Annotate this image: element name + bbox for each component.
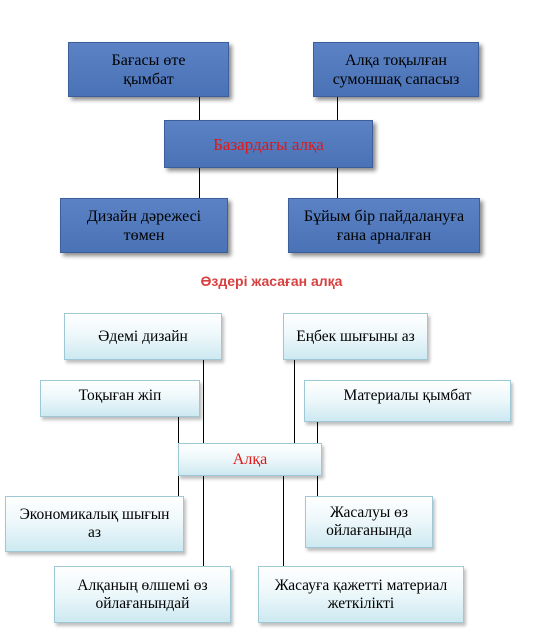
box-beautiful-design: Әдемі дизайн [64,313,222,360]
box-label: Экономикалық шығын аз [19,506,170,541]
box-label: Тоқыған жіп [78,387,162,404]
box-label: Жасалуы өз ойлағанында [326,504,412,539]
box-own-size: Алқаның өлшемі өз ойлағанындай [54,566,231,623]
box-low-economic-cost: Экономикалық шығын аз [5,496,184,552]
center-box-market-necklace: Базардағы алқа [164,120,373,168]
connector-line [178,417,179,443]
box-made-by-own-idea: Жасалуы өз ойлағанында [305,496,433,548]
connector-line [337,97,338,120]
connector-line [199,168,200,198]
box-label: Алқаның өлшемі өз ойлағанындай [77,576,208,612]
connector-line [203,476,204,566]
box-expensive: Бағасы өте қымбат [68,42,229,97]
box-single-use: Бұйым бір пайдалануға ғана арналған [288,198,480,253]
box-poor-beads: Алқа тоқылған сумоншақ сапасыз [313,42,479,97]
connector-line [317,476,318,496]
box-label: Алқа тоқылған сумоншақ сапасыз [332,51,460,88]
connector-line [294,360,295,443]
box-label: Бағасы өте қымбат [111,51,186,88]
center-label: Базардағы алқа [213,134,324,154]
connector-line [199,97,200,120]
box-low-design: Дизайн дәрежесі төмен [60,198,228,253]
box-material-not-expensive: Материалы қымбат [304,380,511,422]
connector-line [283,476,284,566]
center-label: Алқа [232,450,268,468]
box-low-labor: Еңбек шығыны аз [283,313,428,360]
connector-line [178,476,179,496]
box-knitted-thread: Тоқыған жіп [40,380,200,417]
box-label: Бұйым бір пайдалануға ғана арналған [303,207,465,244]
box-label: Материалы қымбат [343,387,472,404]
box-enough-material: Жасауға қажетті материал жеткілікті [258,566,464,623]
connector-line [337,168,338,198]
connector-line [317,422,318,443]
box-label: Жасауға қажетті материал жеткілікті [274,576,448,612]
box-label: Еңбек шығыны аз [296,327,415,345]
box-label: Дизайн дәрежесі төмен [86,207,202,244]
box-label: Әдемі дизайн [98,327,188,345]
connector-line [203,360,204,443]
section-heading: Өздері жасаған алқа [200,273,343,289]
center-box-necklace: Алқа [178,443,322,476]
